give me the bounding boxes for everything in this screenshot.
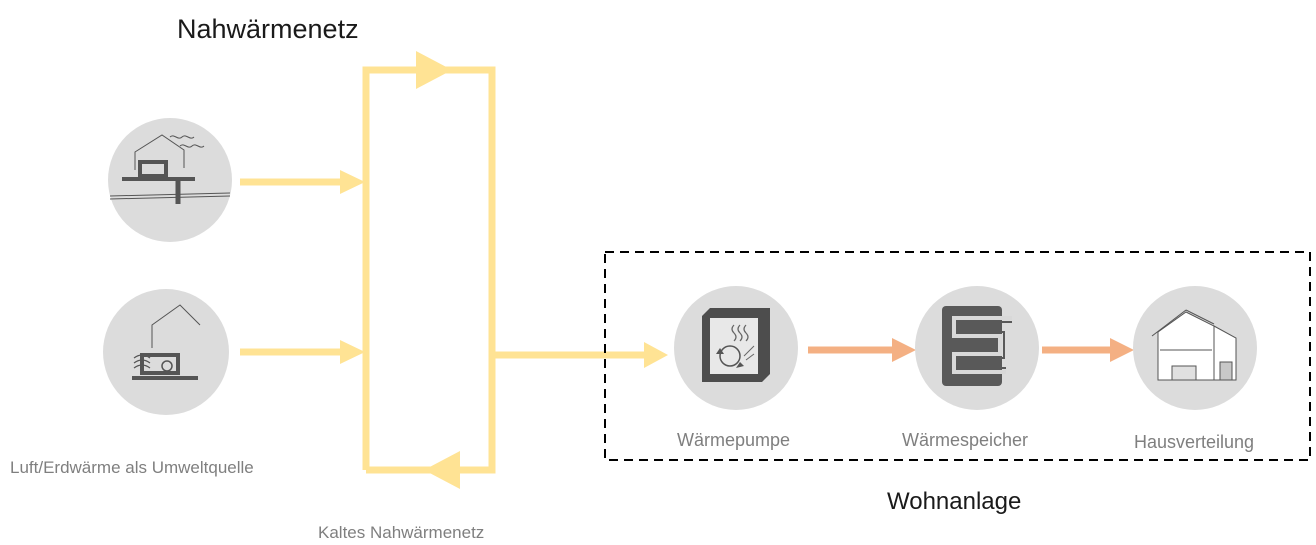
wohnanlage-box [604,251,1311,461]
supply-arrow-heatpump [644,342,668,368]
page-title: Nahwärmenetz [177,14,359,44]
network-loop [240,66,648,474]
network-arrowheads [340,51,668,489]
heat-pump-label: Wärmepumpe [677,430,791,450]
flow-arrow-bottom [424,451,460,489]
source-label: Luft/Erdwärme als Umweltquelle [10,458,254,477]
house-icon [1151,309,1237,381]
ground-source-icon [109,134,231,204]
node-circles [103,118,1257,415]
flow-arrow-top [416,51,452,89]
distribution-label: Hausverteilung [1134,432,1255,452]
feed-arrow-ground [340,170,365,194]
feed-arrow-air [340,340,365,364]
house-flow-arrows [808,338,1134,362]
network-label: Kaltes Nahwärmenetz [318,523,485,542]
air-source-node [103,289,229,415]
heat-storage-icon [942,306,1012,386]
heat-pump-icon [702,308,770,382]
wohnanlage-label: Wohnanlage [887,488,1022,515]
air-source-icon [132,304,201,380]
storage-label: Wärmespeicher [902,430,1029,450]
